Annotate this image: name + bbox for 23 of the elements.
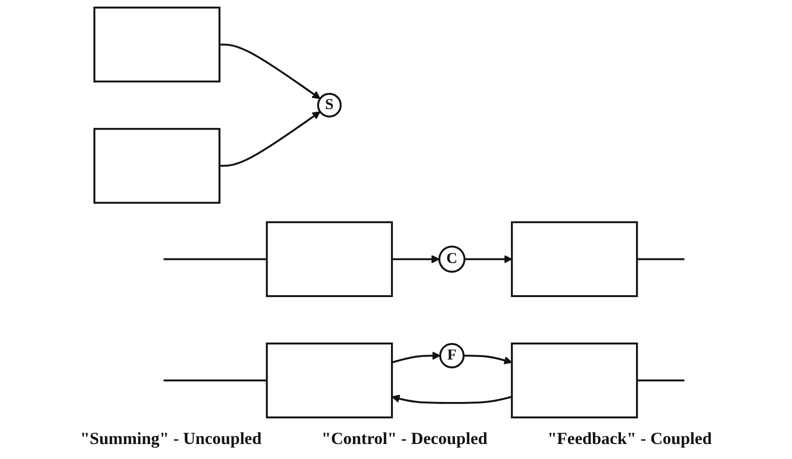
node-box <box>266 342 393 418</box>
node-box <box>266 221 393 298</box>
node-box <box>510 342 638 418</box>
arrow <box>464 354 512 364</box>
node-box <box>510 221 638 298</box>
arrow <box>392 255 440 264</box>
node-circle: F <box>439 342 465 368</box>
connector <box>636 258 684 260</box>
diagram-caption: "Feedback" - Coupled <box>547 429 712 449</box>
arrow <box>464 255 512 264</box>
diagram-caption: "Summing" - Uncoupled <box>80 429 262 449</box>
node-box <box>93 6 220 82</box>
arrow <box>392 352 441 364</box>
arrow <box>219 111 320 167</box>
node-box <box>93 128 220 204</box>
connector <box>164 380 267 382</box>
node-circle: S <box>317 92 342 118</box>
diagram-caption: "Control" - Decoupled <box>322 429 488 449</box>
node-circle: C <box>438 246 466 273</box>
connector <box>636 380 684 382</box>
arrow <box>219 44 320 100</box>
arrow <box>392 394 512 404</box>
connector <box>164 258 267 260</box>
